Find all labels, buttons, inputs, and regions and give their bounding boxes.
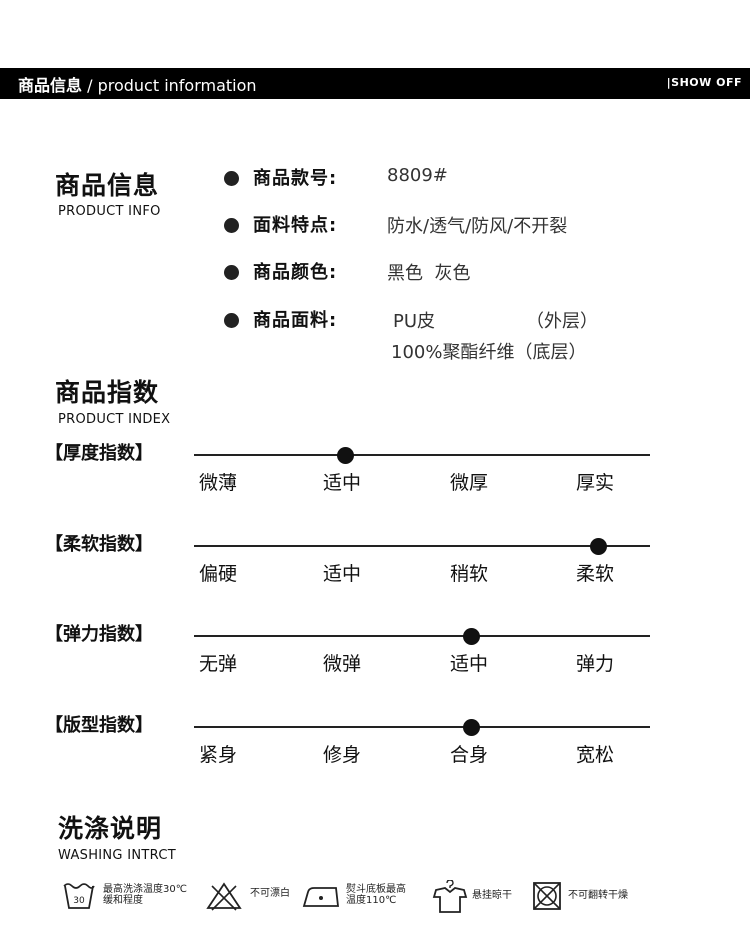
index-option: 柔软: [576, 563, 615, 585]
wash-tub-30-icon: 30: [63, 883, 95, 909]
header-title: 商品信息 / product information: [18, 72, 257, 96]
index-option: 合身: [450, 744, 489, 766]
info-label: 商品面料:: [253, 310, 338, 331]
bullet-icon: [224, 265, 239, 280]
washing-title: 洗涤说明: [58, 814, 163, 843]
index-option: 微薄: [199, 472, 238, 494]
index-option: 偏硬: [199, 563, 238, 585]
index-label: 【柔软指数】: [45, 534, 153, 555]
index-label: 【版型指数】: [45, 715, 153, 736]
info-value: PU皮: [393, 311, 436, 332]
no-tumble-dry-icon: [533, 882, 561, 910]
wash-text: 温度110℃: [346, 895, 397, 906]
product-index-subtitle: PRODUCT INDEX: [58, 412, 171, 427]
wash-item-no-tumble-dry: 不可翻转干燥: [531, 880, 646, 914]
index-option: 适中: [323, 563, 362, 585]
bullet-icon: [224, 313, 239, 328]
wash-text: 悬挂晾干: [472, 890, 512, 901]
info-value-note: （外层）: [526, 311, 598, 332]
index-scale-line: [194, 545, 650, 547]
no-bleach-icon: [206, 882, 242, 911]
header-title-en: product information: [97, 76, 257, 95]
wash-text: 不可漂白: [250, 888, 290, 899]
bullet-icon: [224, 218, 239, 233]
info-label: 商品款号:: [253, 168, 338, 189]
index-option: 微弹: [323, 653, 362, 675]
info-value: 防水/透气/防风/不开裂: [387, 216, 568, 237]
header-title-cn: 商品信息: [18, 76, 83, 95]
index-option: 修身: [323, 744, 362, 766]
info-label: 面料特点:: [253, 215, 338, 236]
index-label: 【厚度指数】: [45, 443, 153, 464]
index-selected-marker: [337, 447, 354, 464]
index-option: 适中: [450, 653, 489, 675]
index-option: 紧身: [199, 744, 238, 766]
header-title-sep: /: [82, 76, 98, 95]
index-option: 稍软: [450, 563, 489, 585]
wash-text: 不可翻转干燥: [568, 890, 628, 901]
iron-icon: [302, 887, 340, 907]
wash-text: 缓和程度: [103, 895, 143, 906]
hang-dry-icon: [432, 880, 468, 913]
index-selected-marker: [463, 628, 480, 645]
product-index-title: 商品指数: [55, 378, 160, 407]
show-off-label: |SHOW OFF: [666, 76, 742, 89]
wash-text: 熨斗底板最高: [346, 884, 406, 895]
wash-item-no-bleach: 不可漂白: [205, 880, 300, 914]
index-option: 适中: [323, 472, 362, 494]
bullet-icon: [224, 171, 239, 186]
index-option: 弹力: [576, 653, 615, 675]
index-option: 微厚: [450, 472, 489, 494]
wash-item-temp: 30 最高洗涤温度30℃ 缓和程度: [62, 880, 202, 914]
index-scale-line: [194, 726, 650, 728]
info-label: 商品颜色:: [253, 262, 338, 283]
wash-tub-number: 30: [73, 896, 85, 906]
wash-item-iron: 熨斗底板最高 温度110℃: [302, 880, 432, 914]
index-option: 厚实: [576, 472, 615, 494]
wash-text: 最高洗涤温度30℃: [103, 884, 187, 895]
product-info-subtitle: PRODUCT INFO: [58, 204, 161, 219]
index-scale-line: [194, 635, 650, 637]
info-value: 8809#: [387, 165, 448, 186]
info-value-second-line: 100%聚酯纤维（底层）: [391, 342, 587, 363]
index-option: 宽松: [576, 744, 615, 766]
index-option: 无弹: [199, 653, 238, 675]
index-selected-marker: [590, 538, 607, 555]
index-label: 【弹力指数】: [45, 624, 153, 645]
index-selected-marker: [463, 719, 480, 736]
wash-item-hang-dry: 悬挂晾干: [432, 880, 532, 914]
product-info-title: 商品信息: [55, 171, 160, 200]
info-value: 黑色 灰色: [387, 263, 471, 284]
washing-subtitle: WASHING INTRCT: [58, 848, 176, 863]
index-scale-line: [194, 454, 650, 456]
header-bar: 商品信息 / product information |SHOW OFF: [0, 68, 750, 99]
